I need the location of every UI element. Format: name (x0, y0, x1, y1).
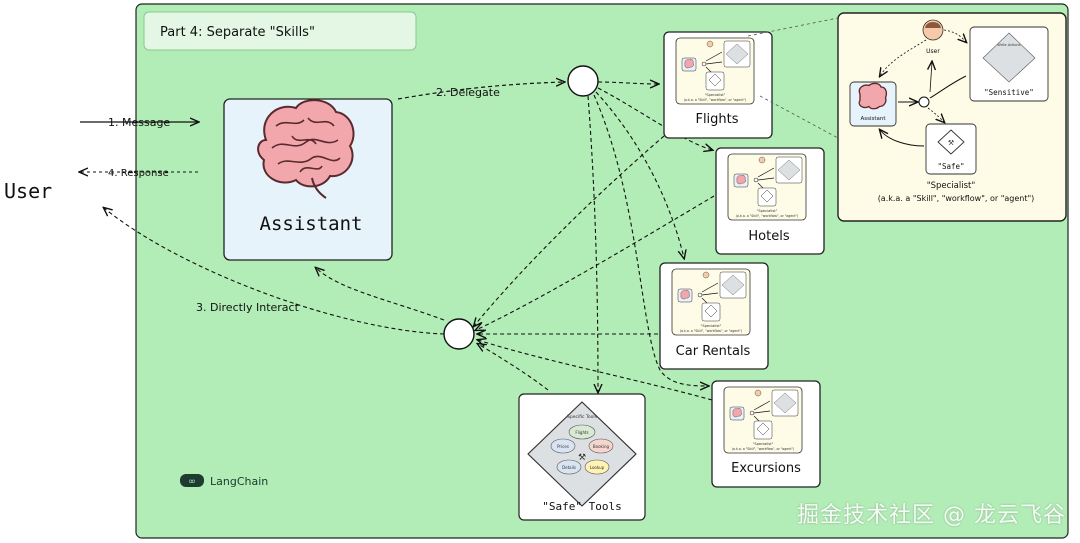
skill-label-hotels: Hotels (748, 229, 789, 244)
page-title: Part 4: Separate "Skills" (160, 25, 315, 40)
mini-sensitive-diamond (721, 274, 745, 296)
assistant-label: Assistant (260, 213, 363, 235)
mini-user-icon (706, 40, 714, 48)
mini-safe-diamond (756, 422, 770, 436)
zoom-specialist-sub: (a.k.a. a "Skill", "workflow", or "agent… (878, 194, 1035, 203)
mini-arrows (705, 51, 723, 73)
mini-arrows (753, 400, 771, 422)
mini-brain-icon (732, 408, 742, 418)
skill-box-hotels: "Specialist"(a.k.a. a "Skill", "workflow… (715, 147, 825, 255)
router-node-top (567, 65, 599, 97)
mini-brain-icon (736, 175, 746, 185)
mini-safe-diamond (704, 304, 718, 318)
mini-specialist-caption: "Specialist" (701, 324, 722, 328)
zoom-router-node (918, 96, 930, 108)
zoom-brain-icon (858, 82, 888, 110)
safe-tool-item: Prices (557, 444, 569, 449)
mini-specialist-caption: "Specialist" (757, 209, 778, 213)
title-box (143, 11, 417, 51)
mini-user-icon (702, 271, 710, 279)
mini-specialist-caption: "Specialist" (705, 93, 726, 97)
skill-box-car-rentals: "Specialist"(a.k.a. a "Skill", "workflow… (659, 262, 769, 370)
langchain-logo (180, 474, 204, 487)
safe-tool-item: Lookup (590, 465, 605, 470)
mini-router-node (697, 292, 703, 298)
zoom-assistant-label: Assistant (860, 116, 886, 122)
zoom-specialist-label: "Specialist" (927, 181, 976, 191)
mini-arrows (757, 167, 775, 189)
mini-specialist-sub: (a.k.a. a "Skill", "workflow", or "agent… (732, 447, 794, 451)
mini-sensitive-diamond (777, 159, 801, 181)
mini-safe-diamond (760, 189, 774, 203)
safe-tool-item: Booking (593, 444, 610, 449)
watermark: 掘金技术社区 @ 龙云飞谷 (797, 503, 1066, 528)
mini-specialist-sub: (a.k.a. a "Skill", "workflow", or "agent… (736, 214, 798, 218)
mini-user-icon (754, 389, 762, 397)
zoom-sensitive-label: "Sensitive" (984, 88, 1034, 97)
skill-box-flights: "Specialist"(a.k.a. a "Skill", "workflow… (663, 31, 773, 139)
mini-specialist-caption: "Specialist" (753, 442, 774, 446)
edge-message-label: 1. Message (108, 116, 170, 129)
router-node-bottom (443, 318, 475, 350)
langchain-link-icon: ∞ (188, 477, 196, 487)
mini-router-node (749, 410, 755, 416)
safe-tool-item: Details (562, 465, 576, 470)
zoom-safe-label: "Safe" (937, 162, 964, 171)
safe-tools-diamond (527, 401, 637, 507)
skill-box-excursions: "Specialist"(a.k.a. a "Skill", "workflow… (711, 380, 821, 488)
safe-tool-item: Flights (575, 430, 588, 435)
brand-label: LangChain (210, 475, 268, 488)
mini-user-icon (758, 156, 766, 164)
skill-label-flights: Flights (695, 112, 738, 127)
edge-delegate-label: 2. Delegate (436, 86, 500, 99)
zoom-sensitive-inner: Write Actions (997, 43, 1020, 47)
mini-sensitive-diamond (773, 392, 797, 414)
mini-router-node (701, 61, 707, 67)
mini-brain-icon (684, 59, 694, 69)
skill-label-car-rentals: Car Rentals (676, 344, 751, 359)
safe-tools-inner-title: Specific Tools (567, 414, 598, 420)
edge-direct-label: 3. Directly Interact (196, 301, 300, 314)
tools-icon: ⚒ (578, 453, 586, 463)
mini-brain-icon (680, 290, 690, 300)
zoom-user-label: User (926, 48, 940, 55)
edge-response-label: 4. Response (108, 168, 169, 179)
user-label: User (4, 179, 52, 203)
mini-sensitive-diamond (725, 43, 749, 65)
safe-tools-label: "Safe" Tools (542, 500, 621, 513)
mini-specialist-sub: (a.k.a. a "Skill", "workflow", or "agent… (680, 329, 742, 333)
mini-safe-diamond (708, 73, 722, 87)
skill-label-excursions: Excursions (731, 461, 801, 476)
mini-router-node (753, 177, 759, 183)
mini-specialist-sub: (a.k.a. a "Skill", "workflow", or "agent… (684, 98, 746, 102)
mini-arrows (701, 282, 719, 304)
zoom-tools-icon: ⚒ (948, 139, 954, 147)
